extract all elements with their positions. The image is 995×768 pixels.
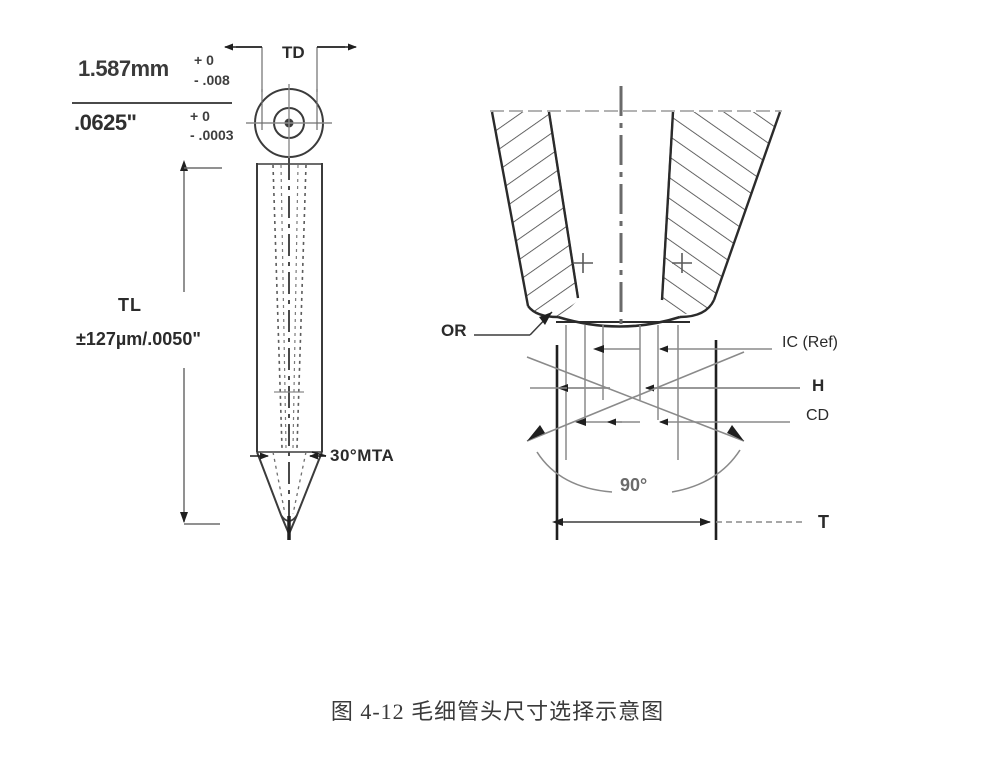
fraction-divider — [72, 102, 232, 104]
tolerance-minus-mm: - .008 — [194, 72, 230, 88]
tl-tolerance-label: ±127µm/.0050" — [76, 329, 201, 349]
tip-detail-section — [490, 86, 782, 330]
tl-label: TL — [118, 295, 142, 315]
td-label: TD — [282, 43, 305, 62]
tube-cross-section — [246, 84, 332, 164]
tolerance-plus-mm: + 0 — [194, 52, 214, 68]
capillary-body — [256, 158, 323, 540]
tip-extension-lines — [555, 325, 718, 540]
included-angle-dimension — [526, 351, 745, 493]
tip-angle-leader — [250, 451, 327, 460]
ic-label: IC (Ref) — [782, 334, 838, 351]
t-label: T — [818, 512, 829, 532]
or-leader — [474, 311, 553, 336]
h-label: H — [812, 376, 825, 395]
tube-diameter-mm-tolerance: + 0 - .008 — [194, 52, 230, 92]
figure-caption: 图 4-12 毛细管头尺寸选择示意图 — [330, 699, 665, 724]
cd-label: CD — [806, 407, 830, 424]
tolerance-minus-inch: - .0003 — [190, 127, 234, 143]
included-angle-label: 90° — [620, 475, 648, 495]
tube-diameter-mm-value: 1.587mm — [78, 56, 169, 81]
tube-diameter-inch-value: .0625" — [74, 110, 137, 135]
tube-diameter-inch-tolerance: + 0 - .0003 — [190, 108, 234, 146]
tip-angle-label: 30°MTA — [330, 446, 395, 465]
tolerance-plus-inch: + 0 — [190, 108, 210, 124]
or-label: OR — [441, 321, 467, 340]
